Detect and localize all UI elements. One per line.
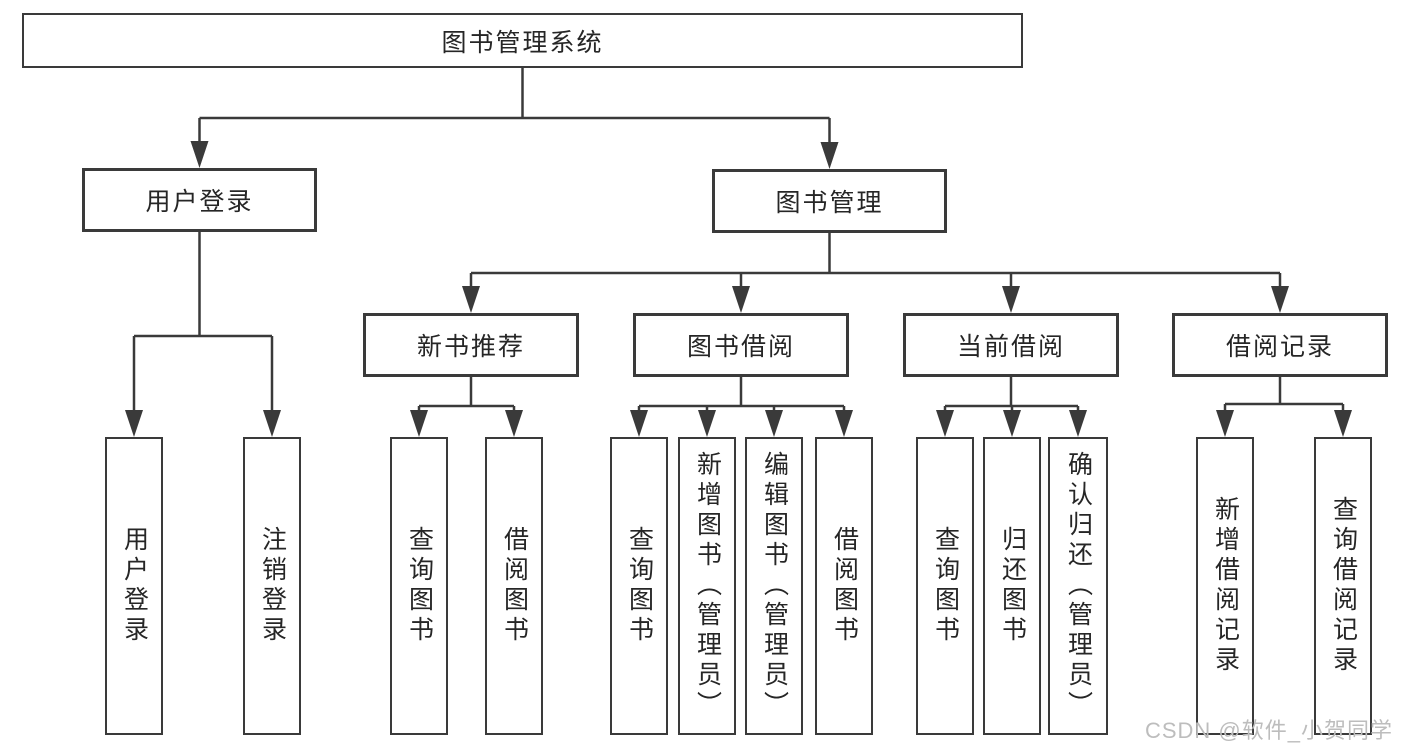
- node-leaf-add-book: 新增图书（管理员）: [678, 437, 736, 735]
- node-label: 确认归还（管理员）: [1064, 451, 1093, 721]
- node-leaf-borrow-book-1: 借阅图书: [485, 437, 543, 735]
- node-leaf-query-record: 查询借阅记录: [1314, 437, 1372, 735]
- node-label: 查询图书: [625, 526, 654, 646]
- node-leaf-confirm-return: 确认归还（管理员）: [1048, 437, 1108, 735]
- node-label: 查询图书: [931, 526, 960, 646]
- node-label: 归还图书: [998, 526, 1027, 646]
- node-label: 借阅记录: [1225, 333, 1334, 361]
- node-borrow-records: 借阅记录: [1172, 313, 1388, 377]
- node-current-borrow: 当前借阅: [903, 313, 1119, 377]
- node-leaf-edit-book: 编辑图书（管理员）: [745, 437, 803, 735]
- node-leaf-add-record: 新增借阅记录: [1196, 437, 1254, 735]
- node-book-borrow: 图书借阅: [633, 313, 849, 377]
- node-label: 图书管理: [775, 189, 884, 217]
- node-label: 查询借阅记录: [1329, 496, 1358, 676]
- watermark: CSDN @软件_小贺同学: [1144, 718, 1393, 743]
- node-leaf-query-book-1: 查询图书: [390, 437, 448, 735]
- node-label: 借阅图书: [500, 526, 529, 646]
- node-label: 借阅图书: [830, 526, 859, 646]
- node-label: 新增图书（管理员）: [693, 451, 722, 721]
- node-leaf-query-book-2: 查询图书: [610, 437, 668, 735]
- node-label: 新增借阅记录: [1211, 496, 1240, 676]
- node-user-login: 用户登录: [82, 168, 317, 232]
- node-leaf-logout: 注销登录: [243, 437, 301, 735]
- node-label: 图书管理系统: [441, 28, 604, 57]
- node-label: 当前借阅: [956, 333, 1065, 361]
- node-leaf-borrow-book-2: 借阅图书: [815, 437, 873, 735]
- node-leaf-query-book-3: 查询图书: [916, 437, 974, 735]
- node-leaf-return-book: 归还图书: [983, 437, 1041, 735]
- node-label: 用户登录: [145, 188, 254, 216]
- node-root: 图书管理系统: [22, 13, 1023, 68]
- node-new-book-rec: 新书推荐: [363, 313, 579, 377]
- node-book-mgmt: 图书管理: [712, 169, 947, 233]
- node-label: 查询图书: [405, 526, 434, 646]
- node-leaf-user-login: 用户登录: [105, 437, 163, 735]
- node-label: 编辑图书（管理员）: [760, 451, 789, 721]
- node-label: 用户登录: [120, 526, 149, 646]
- node-label: 图书借阅: [686, 333, 795, 361]
- node-label: 新书推荐: [416, 333, 525, 361]
- node-label: 注销登录: [258, 526, 287, 646]
